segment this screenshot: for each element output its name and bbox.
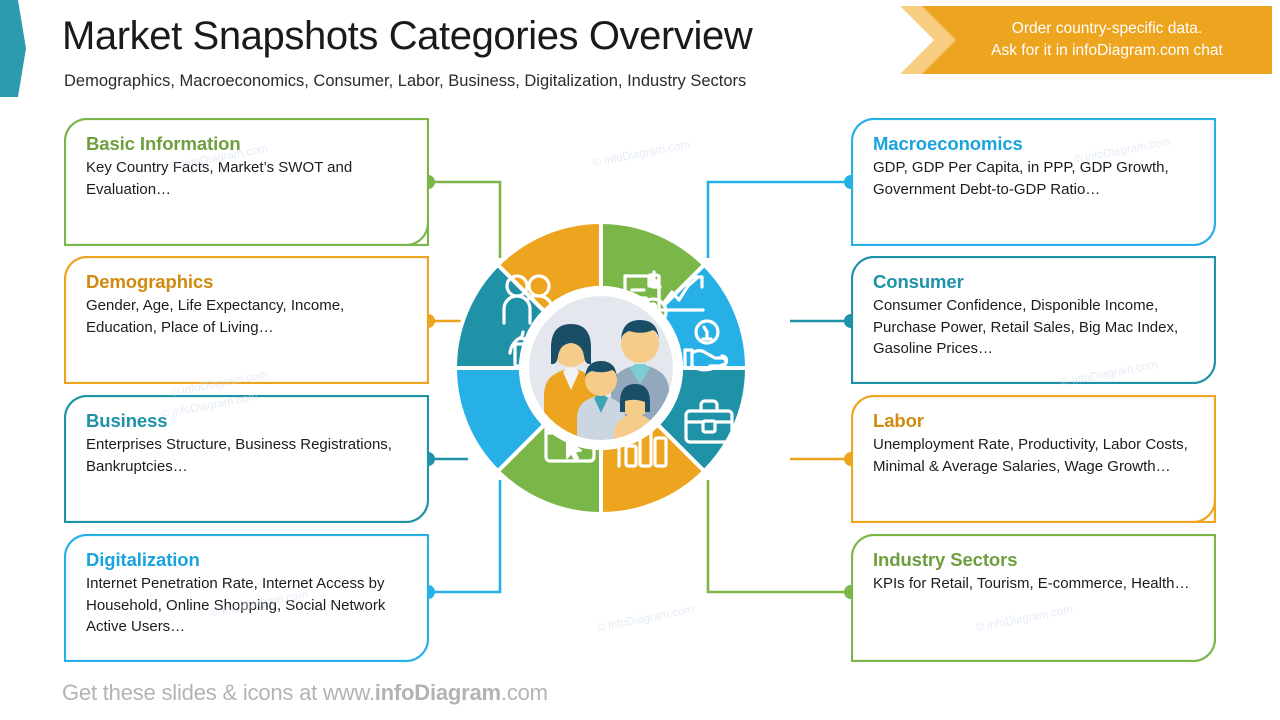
wheel-center-photo bbox=[519, 286, 683, 450]
card-title: Digitalization bbox=[86, 549, 200, 570]
card-macroeconomics[interactable]: Macroeconomics GDP, GDP Per Capita, in P… bbox=[851, 118, 1216, 246]
card-title: Industry Sectors bbox=[873, 549, 1018, 570]
watermark: © infoDiagram.com bbox=[595, 603, 695, 635]
footer-brand: infoDiagram bbox=[374, 680, 501, 705]
category-wheel-diagram bbox=[455, 222, 747, 514]
card-title: Basic Information bbox=[86, 133, 241, 154]
promo-ribbon[interactable]: Order country-specific data. Ask for it … bbox=[900, 6, 1272, 74]
card-title: Macroeconomics bbox=[873, 133, 1023, 154]
page-title: Market Snapshots Categories Overview bbox=[62, 14, 753, 58]
footer-promo: Get these slides & icons at www.infoDiag… bbox=[62, 680, 548, 706]
footer-prefix: Get these slides & icons at www. bbox=[62, 680, 375, 705]
card-body: Internet Penetration Rate, Internet Acce… bbox=[86, 575, 386, 635]
card-body: KPIs for Retail, Tourism, E-commerce, He… bbox=[873, 575, 1190, 592]
card-body: GDP, GDP Per Capita, in PPP, GDP Growth,… bbox=[873, 159, 1169, 198]
card-title: Labor bbox=[873, 410, 924, 431]
card-body: Key Country Facts, Market’s SWOT and Eva… bbox=[86, 159, 353, 198]
page-subtitle: Demographics, Macroeconomics, Consumer, … bbox=[64, 72, 747, 90]
footer-suffix: .com bbox=[500, 680, 548, 705]
people-group-icon bbox=[502, 274, 554, 325]
card-title: Consumer bbox=[873, 271, 964, 292]
ribbon-text: Order country-specific data. Ask for it … bbox=[952, 6, 1262, 74]
card-body: Unemployment Rate, Productivity, Labor C… bbox=[873, 436, 1188, 475]
ribbon-line-2: Ask for it in infoDiagram.com chat bbox=[991, 42, 1223, 59]
ribbon-shape-icon bbox=[900, 6, 1272, 74]
card-body: Enterprises Structure, Business Registra… bbox=[86, 436, 392, 475]
card-business[interactable]: Business Enterprises Structure, Business… bbox=[64, 395, 429, 523]
card-title: Business bbox=[86, 410, 168, 431]
card-demographics[interactable]: Demographics Gender, Age, Life Expectanc… bbox=[64, 256, 429, 384]
watermark: © infoDiagram.com bbox=[591, 138, 691, 170]
card-basic-information[interactable]: Basic Information Key Country Facts, Mar… bbox=[64, 118, 429, 246]
card-body: Gender, Age, Life Expectancy, Income, Ed… bbox=[86, 297, 345, 336]
card-body: Consumer Confidence, Disponible Income, … bbox=[873, 297, 1179, 357]
card-labor[interactable]: Labor Unemployment Rate, Productivity, L… bbox=[851, 395, 1216, 523]
briefcase-icon bbox=[684, 399, 734, 444]
hand-holding-coin-icon bbox=[683, 319, 729, 372]
ribbon-line-1: Order country-specific data. bbox=[1011, 20, 1203, 37]
card-consumer[interactable]: Consumer Consumer Confidence, Disponible… bbox=[851, 256, 1216, 384]
card-digitalization[interactable]: Digitalization Internet Penetration Rate… bbox=[64, 534, 429, 662]
card-industry-sectors[interactable]: Industry Sectors KPIs for Retail, Touris… bbox=[851, 534, 1216, 662]
accent-chevron-bar bbox=[0, 0, 26, 97]
card-title: Demographics bbox=[86, 271, 214, 292]
dollar-growth-chart-icon bbox=[648, 270, 705, 312]
